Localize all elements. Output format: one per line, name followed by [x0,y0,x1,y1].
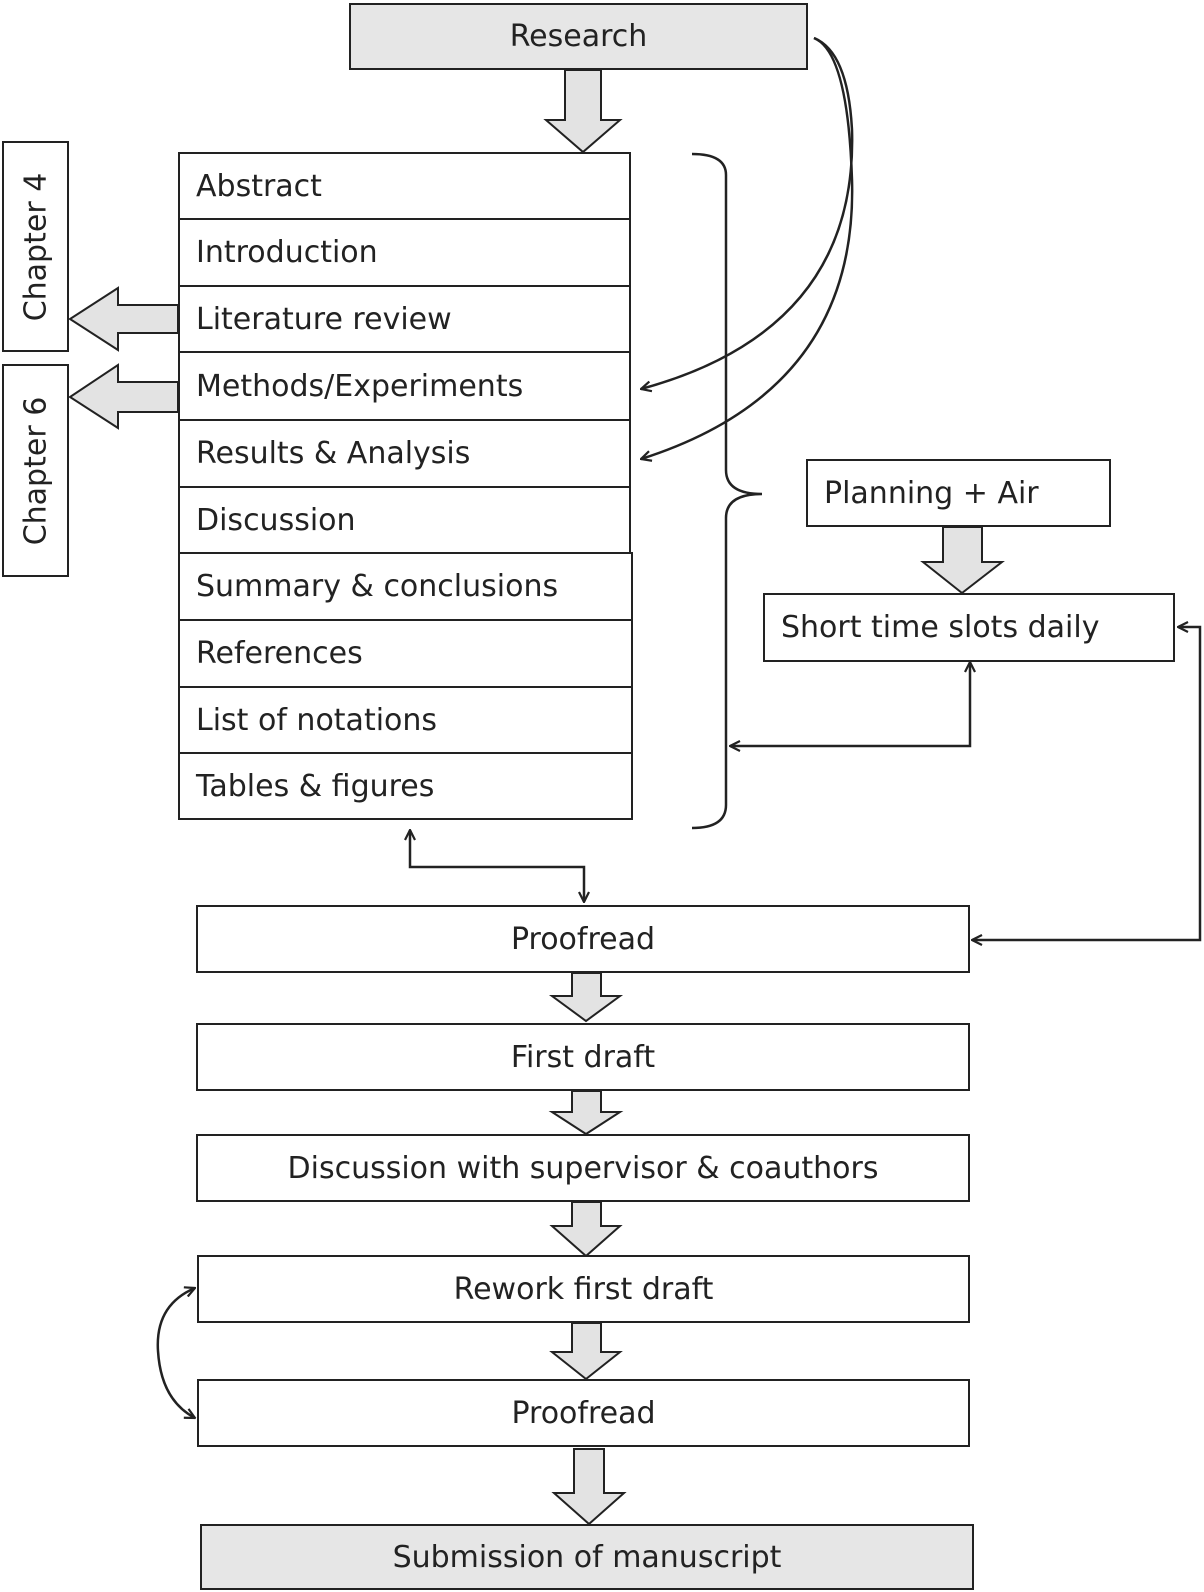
section-label: Literature review [196,301,452,337]
block-arrow-proofread-firstdraft [548,972,624,1023]
short-time-slots-box: Short time slots daily [763,593,1175,662]
rework-proofread-loop-arrow [156,1288,195,1418]
submission-label: Submission of manuscript [392,1539,782,1575]
research-label: Research [509,19,648,54]
block-arrow-chapter-4 [68,286,179,352]
chapter-4-box: Chapter 4 [2,141,69,352]
short-time-slots-label: Short time slots daily [781,610,1100,645]
proofread-label-1: Proofread [510,921,656,957]
section-label: Tables & figures [196,768,435,804]
chapter-6-box: Chapter 6 [2,364,69,577]
section-label: Summary & conclusions [196,569,559,604]
first-draft-label: First draft [510,1039,656,1075]
section-abstract: Abstract [178,152,631,220]
brace-slots-arrow [730,662,970,746]
planning-air-label: Planning + Air [824,475,1039,511]
section-label: Introduction [196,235,378,270]
section-discussion: Discussion [178,486,631,554]
first-draft-box: First draft [196,1023,970,1091]
proofread-label-2: Proofread [511,1395,656,1431]
block-arrow-research-down [543,69,623,154]
chapter-6-label: Chapter 6 [18,396,53,545]
research-box: Research [349,3,808,70]
section-summary: Summary & conclusions [178,552,633,621]
manuscript-sections: Abstract Introduction Literature review … [178,152,633,828]
section-methods: Methods/Experiments [178,351,631,421]
proofread-box-1: Proofread [196,905,970,973]
discussion-label: Discussion with supervisor & coauthors [287,1150,879,1186]
section-label: Abstract [196,168,322,204]
section-results: Results & Analysis [178,419,631,488]
sections-proofread-arrow [410,830,584,902]
section-label: Results & Analysis [196,436,471,471]
sections-brace [691,152,763,830]
block-arrow-chapter-6 [68,363,179,430]
block-arrow-discussion-rework [549,1201,623,1258]
chapter-4-label: Chapter 4 [18,172,53,321]
block-arrow-planning-down [920,526,1005,595]
rework-box: Rework first draft [197,1255,970,1323]
section-label: References [196,636,363,671]
block-arrow-proofread-submission [551,1448,627,1526]
submission-box: Submission of manuscript [200,1524,974,1590]
section-introduction: Introduction [178,218,631,287]
discussion-box: Discussion with supervisor & coauthors [196,1134,970,1202]
section-label: Methods/Experiments [196,368,524,404]
block-arrow-rework-proofread [549,1322,623,1381]
slots-proofread-arrow [972,627,1202,940]
block-arrow-firstdraft-discussion [548,1090,624,1136]
section-literature-review: Literature review [178,285,631,353]
research-to-results-arrow [641,36,854,459]
section-label: List of notations [196,702,438,738]
section-tables-figures: Tables & figures [178,752,633,820]
section-label: Discussion [196,502,356,538]
rework-label: Rework first draft [453,1271,714,1307]
proofread-box-2: Proofread [197,1379,970,1447]
research-to-methods-arrow [641,36,854,389]
planning-air-box: Planning + Air [806,459,1111,527]
section-notations: List of notations [178,686,633,754]
section-references: References [178,619,633,688]
